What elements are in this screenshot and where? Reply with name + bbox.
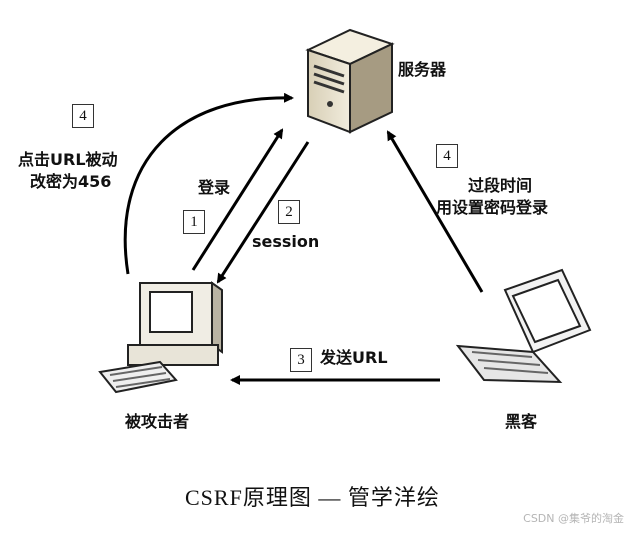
step-1-number: 1 — [183, 210, 205, 234]
login-label: 登录 — [198, 178, 231, 197]
step-4-victim-number: 4 — [72, 104, 94, 128]
send-url-label: 发送URL — [320, 348, 388, 367]
hacker-label: 黑客 — [505, 412, 538, 431]
arrow-hacker-login — [386, 130, 484, 293]
diagram-caption: CSRF原理图 — 管学洋绘 — [185, 485, 440, 510]
step-3-number: 3 — [290, 348, 312, 372]
victim-computer-icon — [98, 281, 223, 394]
server-label: 服务器 — [398, 60, 447, 79]
hacker-login-label-line1: 过段时间 — [468, 176, 533, 195]
hacker-login-label-line2: 用设置密码登录 — [436, 198, 549, 217]
victim-label: 被攻击者 — [125, 412, 190, 431]
watermark: CSDN @集爷的淘金 — [523, 512, 624, 525]
step-4-hacker-number: 4 — [436, 144, 458, 168]
step-2-number: 2 — [278, 200, 300, 224]
arrow-session — [216, 141, 310, 284]
hacker-laptop-icon — [455, 268, 592, 384]
victim-click-label-line2: 改密为456 — [30, 172, 112, 191]
arrow-victim-click — [123, 92, 294, 275]
server-icon — [305, 28, 395, 134]
victim-click-label-line1: 点击URL被动 — [18, 150, 118, 169]
session-label: session — [252, 232, 320, 251]
arrow-login — [191, 128, 284, 271]
